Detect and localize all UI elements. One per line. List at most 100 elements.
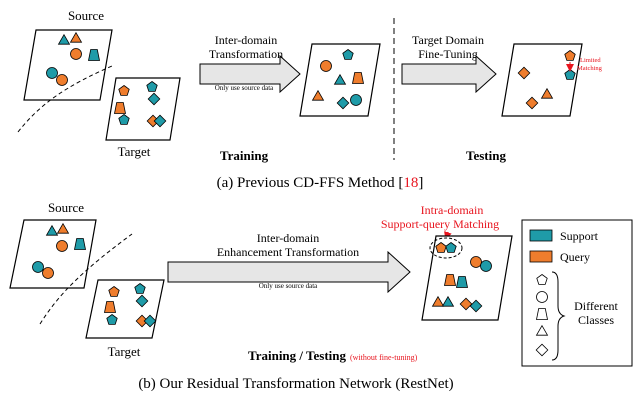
class-pentagon-marker <box>536 274 548 285</box>
legend: Support Query Different Classes <box>521 219 633 367</box>
enhanced-shapes-b <box>431 242 492 313</box>
source-note-b: Only use source data <box>259 282 318 290</box>
training-label: Training <box>220 148 269 163</box>
support-circle-marker <box>480 260 492 272</box>
intra-label-2: Support-query Matching <box>381 217 499 231</box>
target-shapes-b <box>104 283 157 328</box>
source-plane-a <box>23 29 113 101</box>
query-circle-marker <box>470 256 482 268</box>
classes-label-2: Classes <box>578 313 614 327</box>
enhanced-plane-b <box>421 235 513 321</box>
query-trapezoid-marker <box>104 301 116 313</box>
transform-arrow-a <box>199 54 301 94</box>
domain-divider-b <box>39 233 133 325</box>
support-trapezoid-marker <box>88 49 100 61</box>
target-label-b: Target <box>108 344 141 359</box>
class-diamond-marker <box>535 343 549 357</box>
support-diamond-marker <box>153 114 167 128</box>
class-trapezoid-marker <box>536 308 548 320</box>
query-triangle-marker <box>311 89 325 101</box>
query-diamond-marker <box>135 314 149 328</box>
support-triangle-marker <box>333 73 347 85</box>
support-label: Support <box>560 229 599 243</box>
caption-b: (b) Our Residual Transformation Network … <box>138 376 453 392</box>
query-pentagon-marker <box>118 85 130 96</box>
query-triangle-marker <box>69 31 83 43</box>
legend-shape-list <box>535 274 549 357</box>
source-shapes-a <box>46 31 100 86</box>
query-circle-marker <box>56 74 68 86</box>
query-triangle-marker <box>431 295 445 307</box>
class-circle-marker <box>536 291 548 303</box>
finetuned-plane-a <box>501 43 583 117</box>
panel-b: Source Target Inter-domain Enhancement T… <box>9 200 513 392</box>
target-shapes-a <box>114 81 167 128</box>
support-pentagon-marker <box>342 49 354 60</box>
classes-brace <box>551 271 566 361</box>
query-circle-marker <box>42 267 54 279</box>
query-label: Query <box>560 250 590 264</box>
intra-label-1: Intra-domain <box>421 203 484 217</box>
query-diamond-marker <box>517 66 531 80</box>
query-pentagon-marker <box>108 286 120 297</box>
transformed-shapes-a <box>311 49 364 110</box>
finetune-label-a-2: Fine-Tuning <box>418 47 478 61</box>
domain-divider-a <box>17 65 113 133</box>
query-trapezoid-marker <box>352 72 364 84</box>
support-diamond-marker <box>336 96 350 110</box>
support-diamond-marker <box>135 294 149 308</box>
transform-arrow-b <box>167 250 411 294</box>
query-pentagon-marker <box>435 242 447 253</box>
support-pentagon-marker <box>134 283 146 294</box>
query-diamond-marker <box>525 96 539 110</box>
support-diamond-marker <box>147 92 161 106</box>
transform-label-b-2: Enhancement Transformation <box>217 245 359 259</box>
query-diamond-marker <box>146 114 160 128</box>
testing-label: Testing <box>466 148 506 163</box>
target-plane-b <box>85 279 165 339</box>
support-trapezoid-marker <box>456 276 468 288</box>
source-note-a: Only use source data <box>215 84 274 92</box>
support-triangle-marker <box>441 295 455 307</box>
train-test-label: Training / Testing(without fine-tuning) <box>248 348 418 363</box>
support-triangle-marker <box>45 224 59 236</box>
support-trapezoid-marker <box>74 238 86 250</box>
query-triangle-marker <box>56 222 70 234</box>
target-label-a: Target <box>118 144 151 159</box>
finetuned-shapes-a <box>517 50 576 110</box>
class-triangle-marker <box>535 324 549 336</box>
support-diamond-marker <box>143 314 157 328</box>
support-circle-marker <box>46 67 58 79</box>
finetune-arrow-a <box>401 54 497 94</box>
query-triangle-marker <box>540 87 554 99</box>
source-shapes-b <box>32 222 86 279</box>
finetune-label-a-1: Target Domain <box>412 33 484 47</box>
limited-label-2: Matching <box>577 65 603 72</box>
query-swatch <box>529 250 553 263</box>
query-trapezoid-marker <box>114 102 126 114</box>
support-triangle-marker <box>57 33 71 45</box>
support-pentagon-marker <box>445 242 457 253</box>
support-circle-marker <box>350 94 362 106</box>
transform-label-a-2: Transformation <box>209 47 283 61</box>
support-swatch <box>529 229 553 242</box>
classes-label-1: Different <box>574 299 618 313</box>
limited-label-1: Limited <box>580 57 601 64</box>
source-label-b: Source <box>48 200 84 215</box>
support-diamond-marker <box>469 299 483 313</box>
transform-label-a-1: Inter-domain <box>215 33 277 47</box>
source-plane-b <box>9 219 97 289</box>
query-circle-marker <box>70 48 82 60</box>
matching-ellipse <box>429 237 463 259</box>
query-trapezoid-marker <box>444 274 456 286</box>
panel-a: Source Target Inter-domain Transformatio… <box>17 8 603 191</box>
transform-label-b-1: Inter-domain <box>257 231 319 245</box>
support-pentagon-marker <box>146 81 158 92</box>
source-label-a: Source <box>68 8 104 23</box>
support-circle-marker <box>32 261 44 273</box>
query-circle-marker <box>320 60 332 72</box>
query-diamond-marker <box>459 297 473 311</box>
query-pentagon-marker <box>564 50 576 61</box>
